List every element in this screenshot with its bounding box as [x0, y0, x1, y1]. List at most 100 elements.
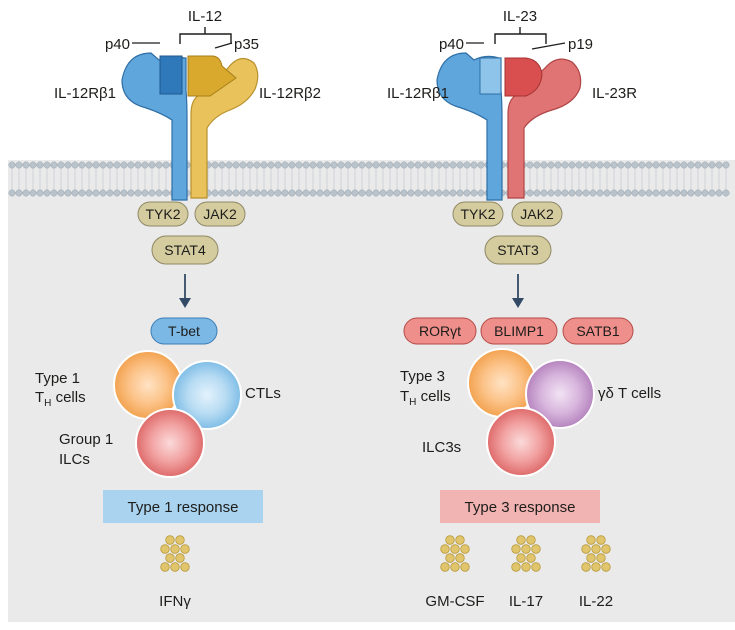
- il12-p35-label: p35: [234, 36, 259, 53]
- lipid-head: [673, 161, 681, 169]
- lipid-head: [302, 161, 310, 169]
- ctl-cell: [172, 360, 242, 430]
- lipid-head: [722, 161, 730, 169]
- lipid-head: [372, 189, 380, 197]
- lipid-head: [309, 161, 317, 169]
- lipid-head: [351, 189, 359, 197]
- lipid-head: [120, 189, 128, 197]
- lipid-head: [344, 189, 352, 197]
- tyk2-left-box: [137, 201, 189, 227]
- lipid-head: [15, 189, 23, 197]
- lipid-head: [246, 161, 254, 169]
- lipid-head: [687, 189, 695, 197]
- il12rb2-label: IL-12Rβ2: [259, 85, 321, 102]
- lipid-head: [407, 161, 415, 169]
- lipid-head: [442, 161, 450, 169]
- lipid-head: [78, 161, 86, 169]
- lipid-head: [393, 189, 401, 197]
- ilc3-label: ILC3s: [422, 439, 461, 456]
- cytokine-molecule: [521, 562, 531, 572]
- cytokine-molecule: [591, 562, 601, 572]
- th3-label-line2: TH cells: [400, 388, 451, 408]
- il23-pathway: IL-23 p40 p19 IL-12Rβ1 IL-23R TYK2 JAK2 …: [387, 8, 661, 610]
- lipid-head: [428, 189, 436, 197]
- cytokine-molecule: [165, 553, 175, 563]
- lipid-head: [253, 189, 261, 197]
- lipid-head: [155, 161, 163, 169]
- lipid-head: [463, 189, 471, 197]
- lipid-head: [134, 189, 142, 197]
- lipid-head: [365, 189, 373, 197]
- cytokine-molecule: [596, 535, 606, 545]
- group1-ilc-label-line1: Group 1: [59, 431, 113, 448]
- lipid-head: [666, 189, 674, 197]
- cytokine-molecule: [450, 562, 460, 572]
- jak2-right-label: JAK2: [520, 206, 554, 222]
- il23r-label: IL-23R: [592, 85, 637, 102]
- lipid-head: [36, 161, 44, 169]
- cytokine-molecule: [526, 535, 536, 545]
- lipid-head: [64, 161, 72, 169]
- lipid-head: [141, 161, 149, 169]
- lipid-head: [330, 161, 338, 169]
- lipid-head: [246, 189, 254, 197]
- lipid-head: [281, 161, 289, 169]
- lipid-head: [547, 189, 555, 197]
- lipid-head: [603, 189, 611, 197]
- lipid-head: [29, 161, 37, 169]
- lipid-head: [414, 161, 422, 169]
- lipid-head: [687, 161, 695, 169]
- lipid-head: [715, 161, 723, 169]
- lipid-head: [113, 189, 121, 197]
- ctl-label: CTLs: [245, 385, 281, 402]
- lipid-head: [127, 161, 135, 169]
- lipid-head: [680, 189, 688, 197]
- cytokine-molecule: [460, 544, 470, 554]
- lipid-head: [610, 189, 618, 197]
- lipid-head: [540, 161, 548, 169]
- lipid-head: [43, 161, 51, 169]
- cytokine-molecule: [591, 544, 601, 554]
- lipid-head: [596, 161, 604, 169]
- lipid-head: [288, 189, 296, 197]
- cytokine-molecule: [531, 562, 541, 572]
- lipid-head: [323, 161, 331, 169]
- cytokine-molecule: [581, 562, 591, 572]
- lipid-head: [582, 189, 590, 197]
- lipid-head: [694, 161, 702, 169]
- lipid-head: [106, 161, 114, 169]
- lipid-head: [526, 189, 534, 197]
- lipid-head: [302, 189, 310, 197]
- lipid-head: [561, 161, 569, 169]
- lipid-head: [603, 161, 611, 169]
- lipid-head: [372, 161, 380, 169]
- lipid-head: [666, 161, 674, 169]
- lipid-head: [393, 161, 401, 169]
- lipid-head: [344, 161, 352, 169]
- lipid-head: [694, 189, 702, 197]
- p19-leader: [531, 42, 566, 50]
- lipid-head: [379, 161, 387, 169]
- lipid-head: [526, 161, 534, 169]
- tyk2-right-label: TYK2: [460, 206, 495, 222]
- il12-p35-subunit: [187, 55, 237, 97]
- lipid-head: [316, 161, 324, 169]
- lipid-head: [421, 161, 429, 169]
- lipid-head: [134, 161, 142, 169]
- ifng-cluster: [160, 535, 190, 572]
- stat3-box: [484, 235, 552, 265]
- lipid-head: [316, 189, 324, 197]
- gmcsf-label: GM-CSF: [425, 593, 484, 610]
- lipid-head: [106, 189, 114, 197]
- lipid-head: [645, 189, 653, 197]
- lipid-head: [638, 189, 646, 197]
- cytokine-molecule: [180, 544, 190, 554]
- lipid-head: [617, 189, 625, 197]
- il23-p40-label: p40: [439, 36, 464, 53]
- cytokine-molecule: [160, 544, 170, 554]
- lipid-head: [260, 161, 268, 169]
- il22-label: IL-22: [579, 593, 613, 610]
- lipid-head: [456, 161, 464, 169]
- lipid-head: [85, 189, 93, 197]
- cytokine-molecule: [440, 562, 450, 572]
